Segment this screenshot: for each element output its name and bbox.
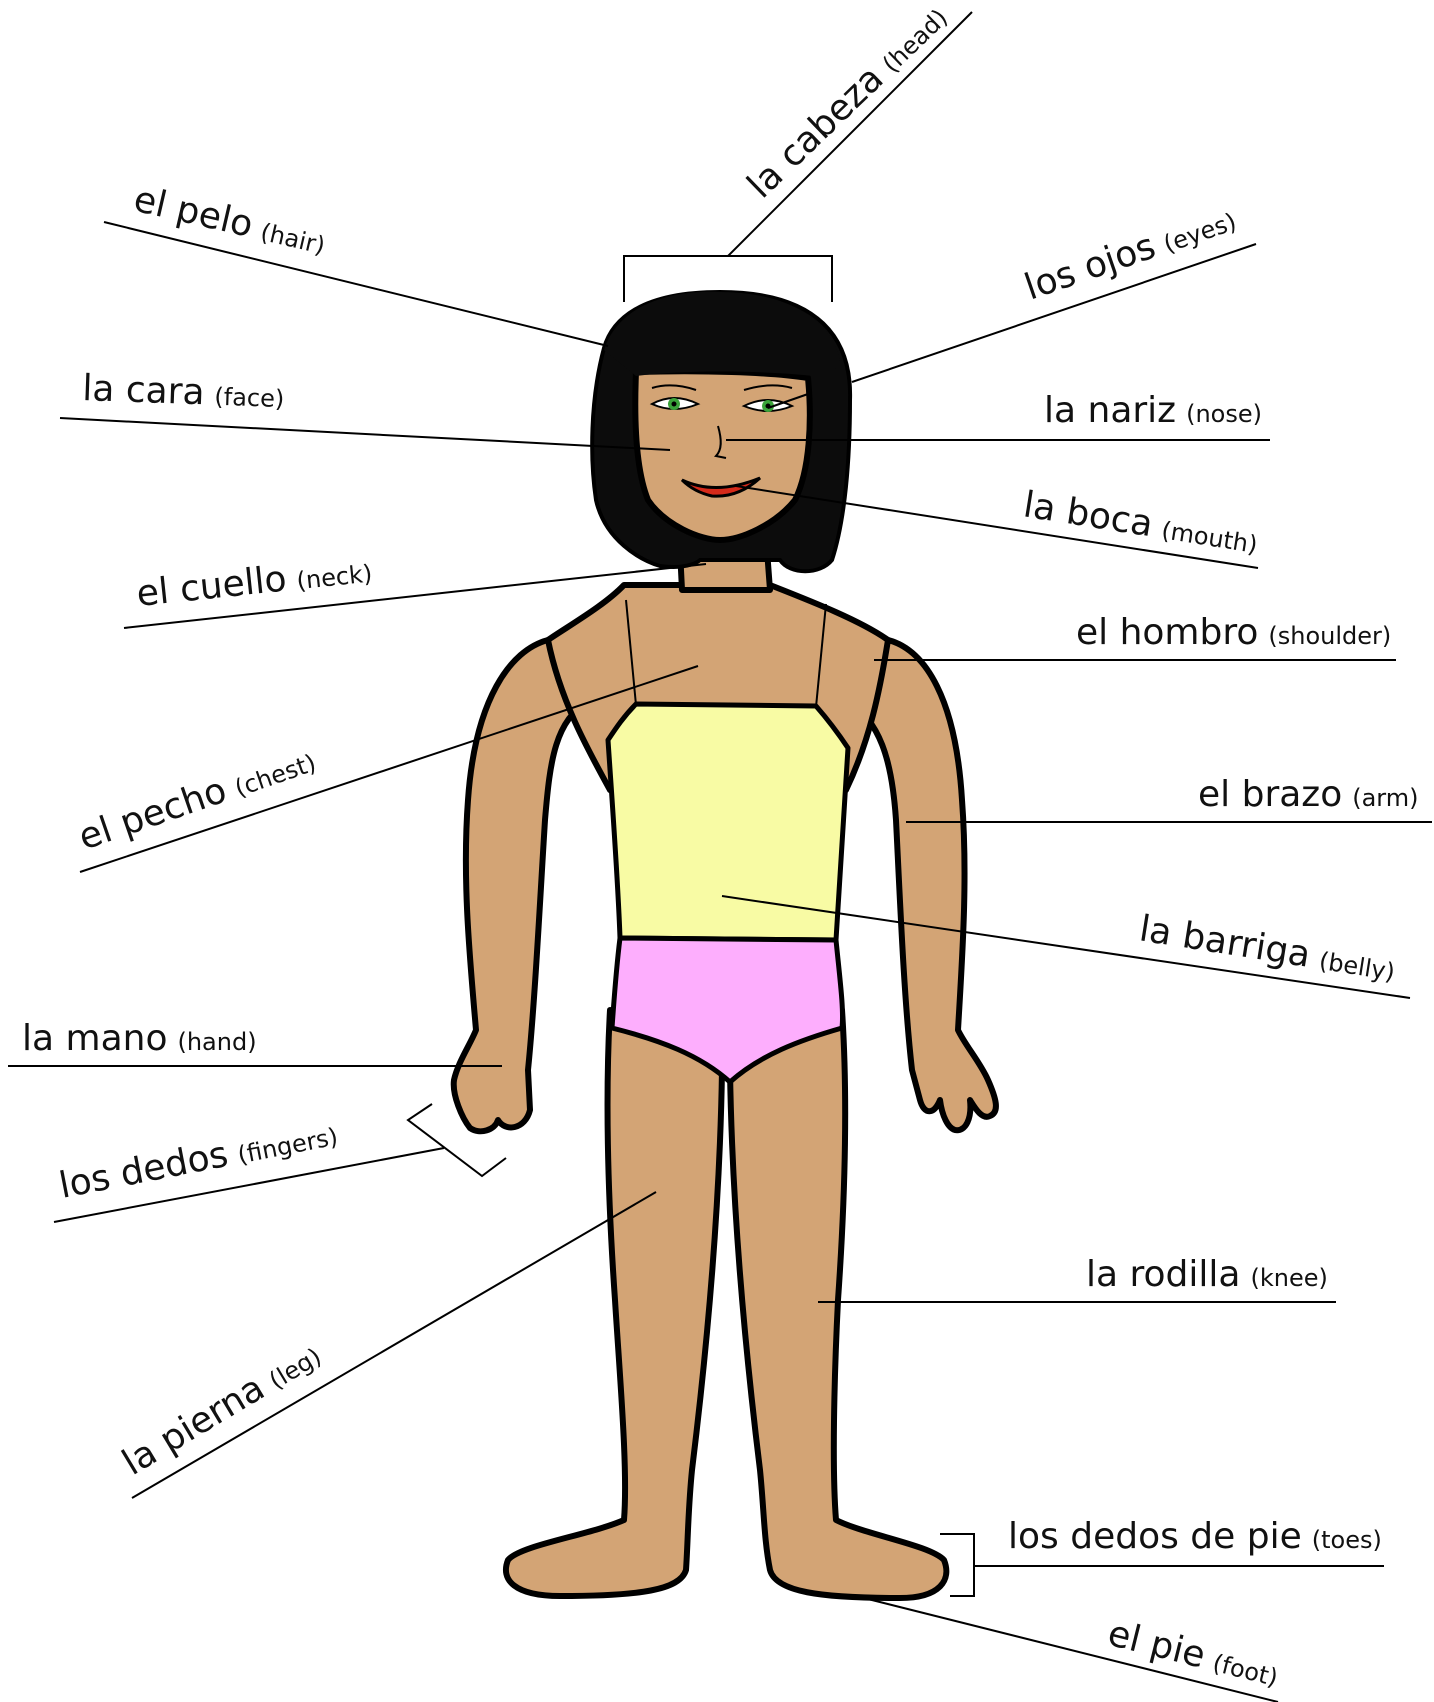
leader-face <box>60 418 670 450</box>
yellow-top <box>608 704 848 940</box>
label-face: la cara(face) <box>82 368 285 416</box>
label-hand: la mano(hand) <box>22 1018 257 1059</box>
human-figure <box>454 292 996 1598</box>
face <box>635 371 809 540</box>
label-head: la cabeza(head) <box>740 0 955 206</box>
label-shoulder: el hombro(shoulder) <box>1076 612 1391 653</box>
leader-head <box>728 12 972 256</box>
label-chest: el pecho(chest) <box>74 739 321 858</box>
label-leg: la pierna(leg) <box>116 1334 328 1484</box>
right-leg <box>730 1010 946 1598</box>
left-leg <box>506 1010 722 1596</box>
label-arm: el brazo(arm) <box>1198 774 1419 815</box>
label-hair: el pelo(hair) <box>130 179 330 263</box>
label-fingers: los dedos(fingers) <box>56 1113 341 1207</box>
leader-foot <box>856 1596 1278 1702</box>
label-toes: los dedos de pie(toes) <box>1008 1516 1382 1557</box>
leader-hair <box>104 222 608 346</box>
label-knee: la rodilla(knee) <box>1086 1254 1328 1295</box>
leader-leg <box>132 1192 656 1498</box>
label-nose: la nariz(nose) <box>1044 390 1262 431</box>
label-eyes: los ojos(eyes) <box>1020 198 1241 308</box>
bangs <box>604 292 840 378</box>
label-foot: el pie(foot) <box>1104 1613 1283 1695</box>
